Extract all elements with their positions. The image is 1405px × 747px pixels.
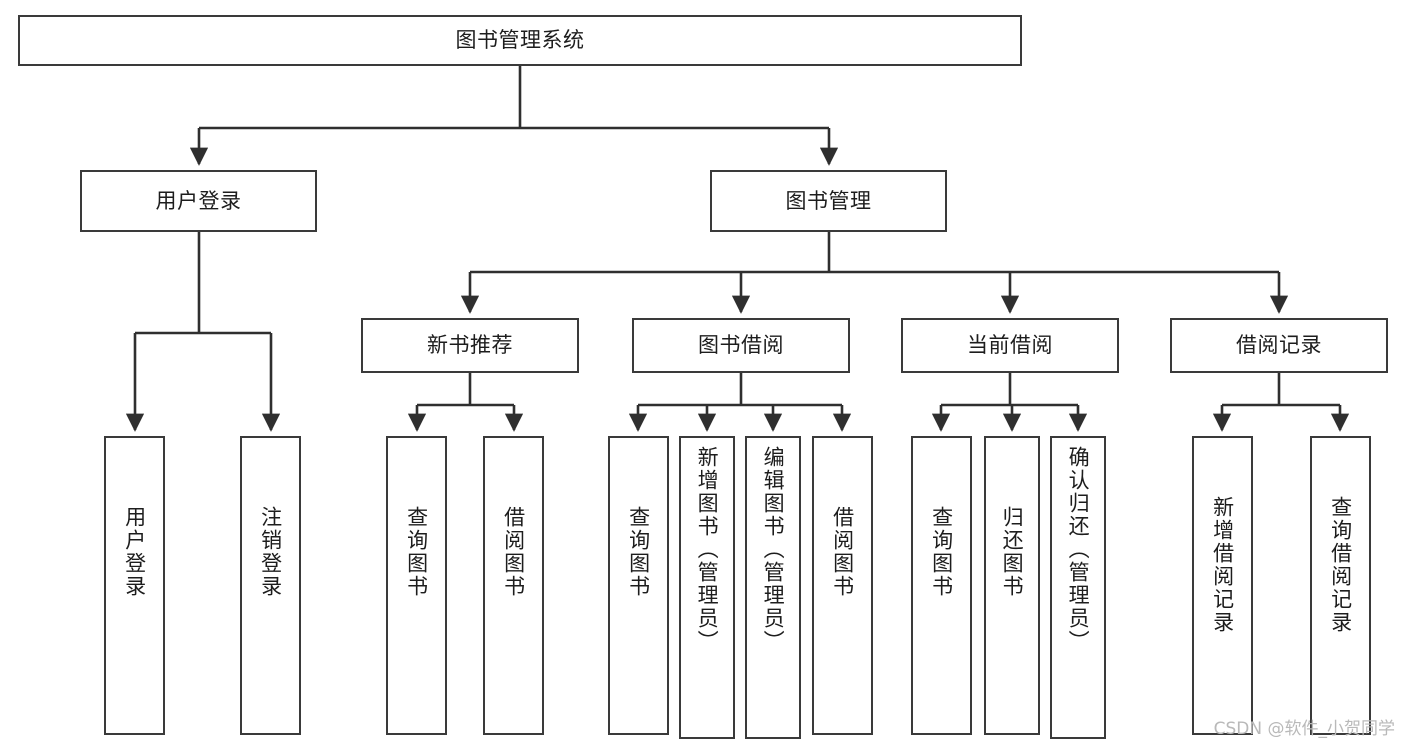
node-label: 图书管理系统 bbox=[455, 28, 585, 53]
node-leaf-query-book-2[interactable]: 查询图书 bbox=[608, 436, 669, 735]
node-label: 借阅记录 bbox=[1236, 333, 1322, 358]
node-book-borrow[interactable]: 图书借阅 bbox=[632, 318, 850, 373]
node-leaf-user-login[interactable]: 用户登录 bbox=[104, 436, 165, 735]
node-label: 借阅图书 bbox=[501, 506, 526, 598]
node-label: 查询图书 bbox=[626, 506, 651, 598]
node-label: 归还图书 bbox=[1000, 506, 1025, 598]
node-leaf-confirm-return[interactable]: 确认归还（管理员） bbox=[1050, 436, 1106, 739]
node-label: 用户登录 bbox=[155, 188, 242, 213]
node-label: 用户登录 bbox=[122, 506, 147, 598]
node-label: 确认归还（管理员） bbox=[1066, 446, 1091, 653]
csdn-watermark: CSDN @软件_小贺同学 bbox=[1213, 719, 1395, 739]
node-leaf-add-borrow-record[interactable]: 新增借阅记录 bbox=[1192, 436, 1253, 735]
node-leaf-query-book-1[interactable]: 查询图书 bbox=[386, 436, 447, 735]
node-leaf-query-borrow-record[interactable]: 查询借阅记录 bbox=[1310, 436, 1371, 735]
node-label: 借阅图书 bbox=[830, 506, 855, 598]
node-leaf-user-logout[interactable]: 注销登录 bbox=[240, 436, 301, 735]
node-label: 查询借阅记录 bbox=[1328, 496, 1353, 634]
node-new-book-recommend[interactable]: 新书推荐 bbox=[361, 318, 579, 373]
node-label: 新增借阅记录 bbox=[1210, 496, 1235, 634]
node-leaf-add-book[interactable]: 新增图书（管理员） bbox=[679, 436, 735, 739]
node-book-manage[interactable]: 图书管理 bbox=[710, 170, 947, 232]
node-leaf-return-book[interactable]: 归还图书 bbox=[984, 436, 1040, 735]
node-label: 图书借阅 bbox=[698, 333, 784, 358]
node-label: 当前借阅 bbox=[967, 333, 1053, 358]
node-label: 查询图书 bbox=[404, 506, 429, 598]
node-label: 新书推荐 bbox=[427, 333, 513, 358]
node-label: 查询图书 bbox=[929, 506, 954, 598]
node-leaf-borrow-book-1[interactable]: 借阅图书 bbox=[483, 436, 544, 735]
node-leaf-query-book-3[interactable]: 查询图书 bbox=[911, 436, 972, 735]
node-current-borrow[interactable]: 当前借阅 bbox=[901, 318, 1119, 373]
node-borrow-record[interactable]: 借阅记录 bbox=[1170, 318, 1388, 373]
node-label: 新增图书（管理员） bbox=[695, 446, 720, 653]
node-root[interactable]: 图书管理系统 bbox=[18, 15, 1022, 66]
node-user-login[interactable]: 用户登录 bbox=[80, 170, 317, 232]
node-leaf-borrow-book-2[interactable]: 借阅图书 bbox=[812, 436, 873, 735]
node-label: 图书管理 bbox=[785, 188, 872, 213]
node-label: 注销登录 bbox=[258, 506, 283, 598]
node-leaf-edit-book[interactable]: 编辑图书（管理员） bbox=[745, 436, 801, 739]
node-label: 编辑图书（管理员） bbox=[761, 446, 786, 653]
